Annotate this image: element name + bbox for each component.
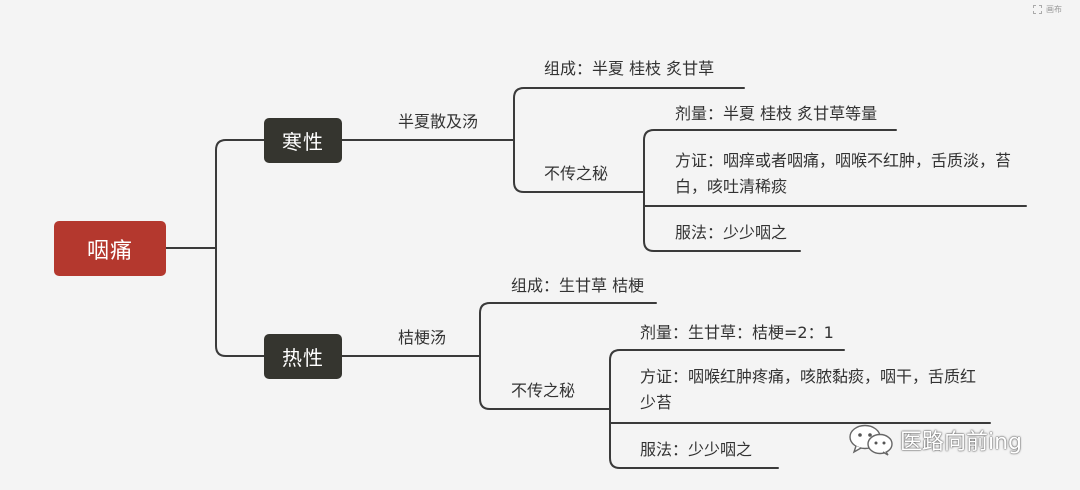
- root-node[interactable]: 咽痛: [54, 221, 166, 276]
- watermark: 医路向前ing: [848, 424, 1022, 456]
- connector-secret-dosage: [643, 129, 897, 193]
- hot-usage-label[interactable]: 服法：少少咽之: [640, 440, 753, 459]
- connector-root-cold: [215, 139, 265, 249]
- connector-hot-secret: [479, 355, 611, 410]
- cold-composition-label[interactable]: 组成：半夏 桂枝 炙甘草: [544, 59, 715, 78]
- connector-hot-dosage: [609, 349, 845, 410]
- connector-secret-usage: [643, 191, 801, 252]
- cold-indication-label[interactable]: 方证：咽痒或者咽痛，咽喉不红肿，舌质淡，苔白，咳吐清稀痰: [675, 151, 1012, 196]
- hot-formula-label[interactable]: 桔梗汤: [398, 328, 447, 347]
- cold-usage-label[interactable]: 服法：少少咽之: [675, 223, 788, 242]
- cold-dosage-label[interactable]: 剂量：半夏 桂枝 炙甘草等量: [675, 104, 878, 123]
- branch-cold-node[interactable]: 寒性: [264, 118, 342, 163]
- connector-cold-composition: [513, 87, 745, 141]
- wechat-icon: [849, 424, 893, 456]
- cold-secret-label[interactable]: 不传之秘: [544, 164, 609, 183]
- connector-root-hot: [215, 247, 265, 357]
- expand-icon[interactable]: [1033, 5, 1042, 14]
- hot-dosage-label[interactable]: 剂量：生甘草：桔梗=2：1: [640, 323, 834, 342]
- hot-secret-label[interactable]: 不传之秘: [511, 381, 576, 400]
- connector-hot-composition: [479, 302, 657, 357]
- connector-cold-secret: [513, 139, 645, 193]
- connector-hot-usage: [609, 408, 779, 469]
- hot-composition-label[interactable]: 组成：生甘草 桔梗: [511, 276, 645, 295]
- branch-hot-node[interactable]: 热性: [264, 334, 342, 379]
- watermark-text: 医路向前ing: [900, 430, 1023, 455]
- canvas-toolbar[interactable]: 画布: [1033, 4, 1062, 15]
- cold-formula-label[interactable]: 半夏散及汤: [398, 112, 479, 131]
- canvas-toolbar-label[interactable]: 画布: [1046, 5, 1062, 14]
- hot-indication-label[interactable]: 方证：咽喉红肿疼痛，咳脓黏痰，咽干，舌质红少苔: [640, 367, 977, 412]
